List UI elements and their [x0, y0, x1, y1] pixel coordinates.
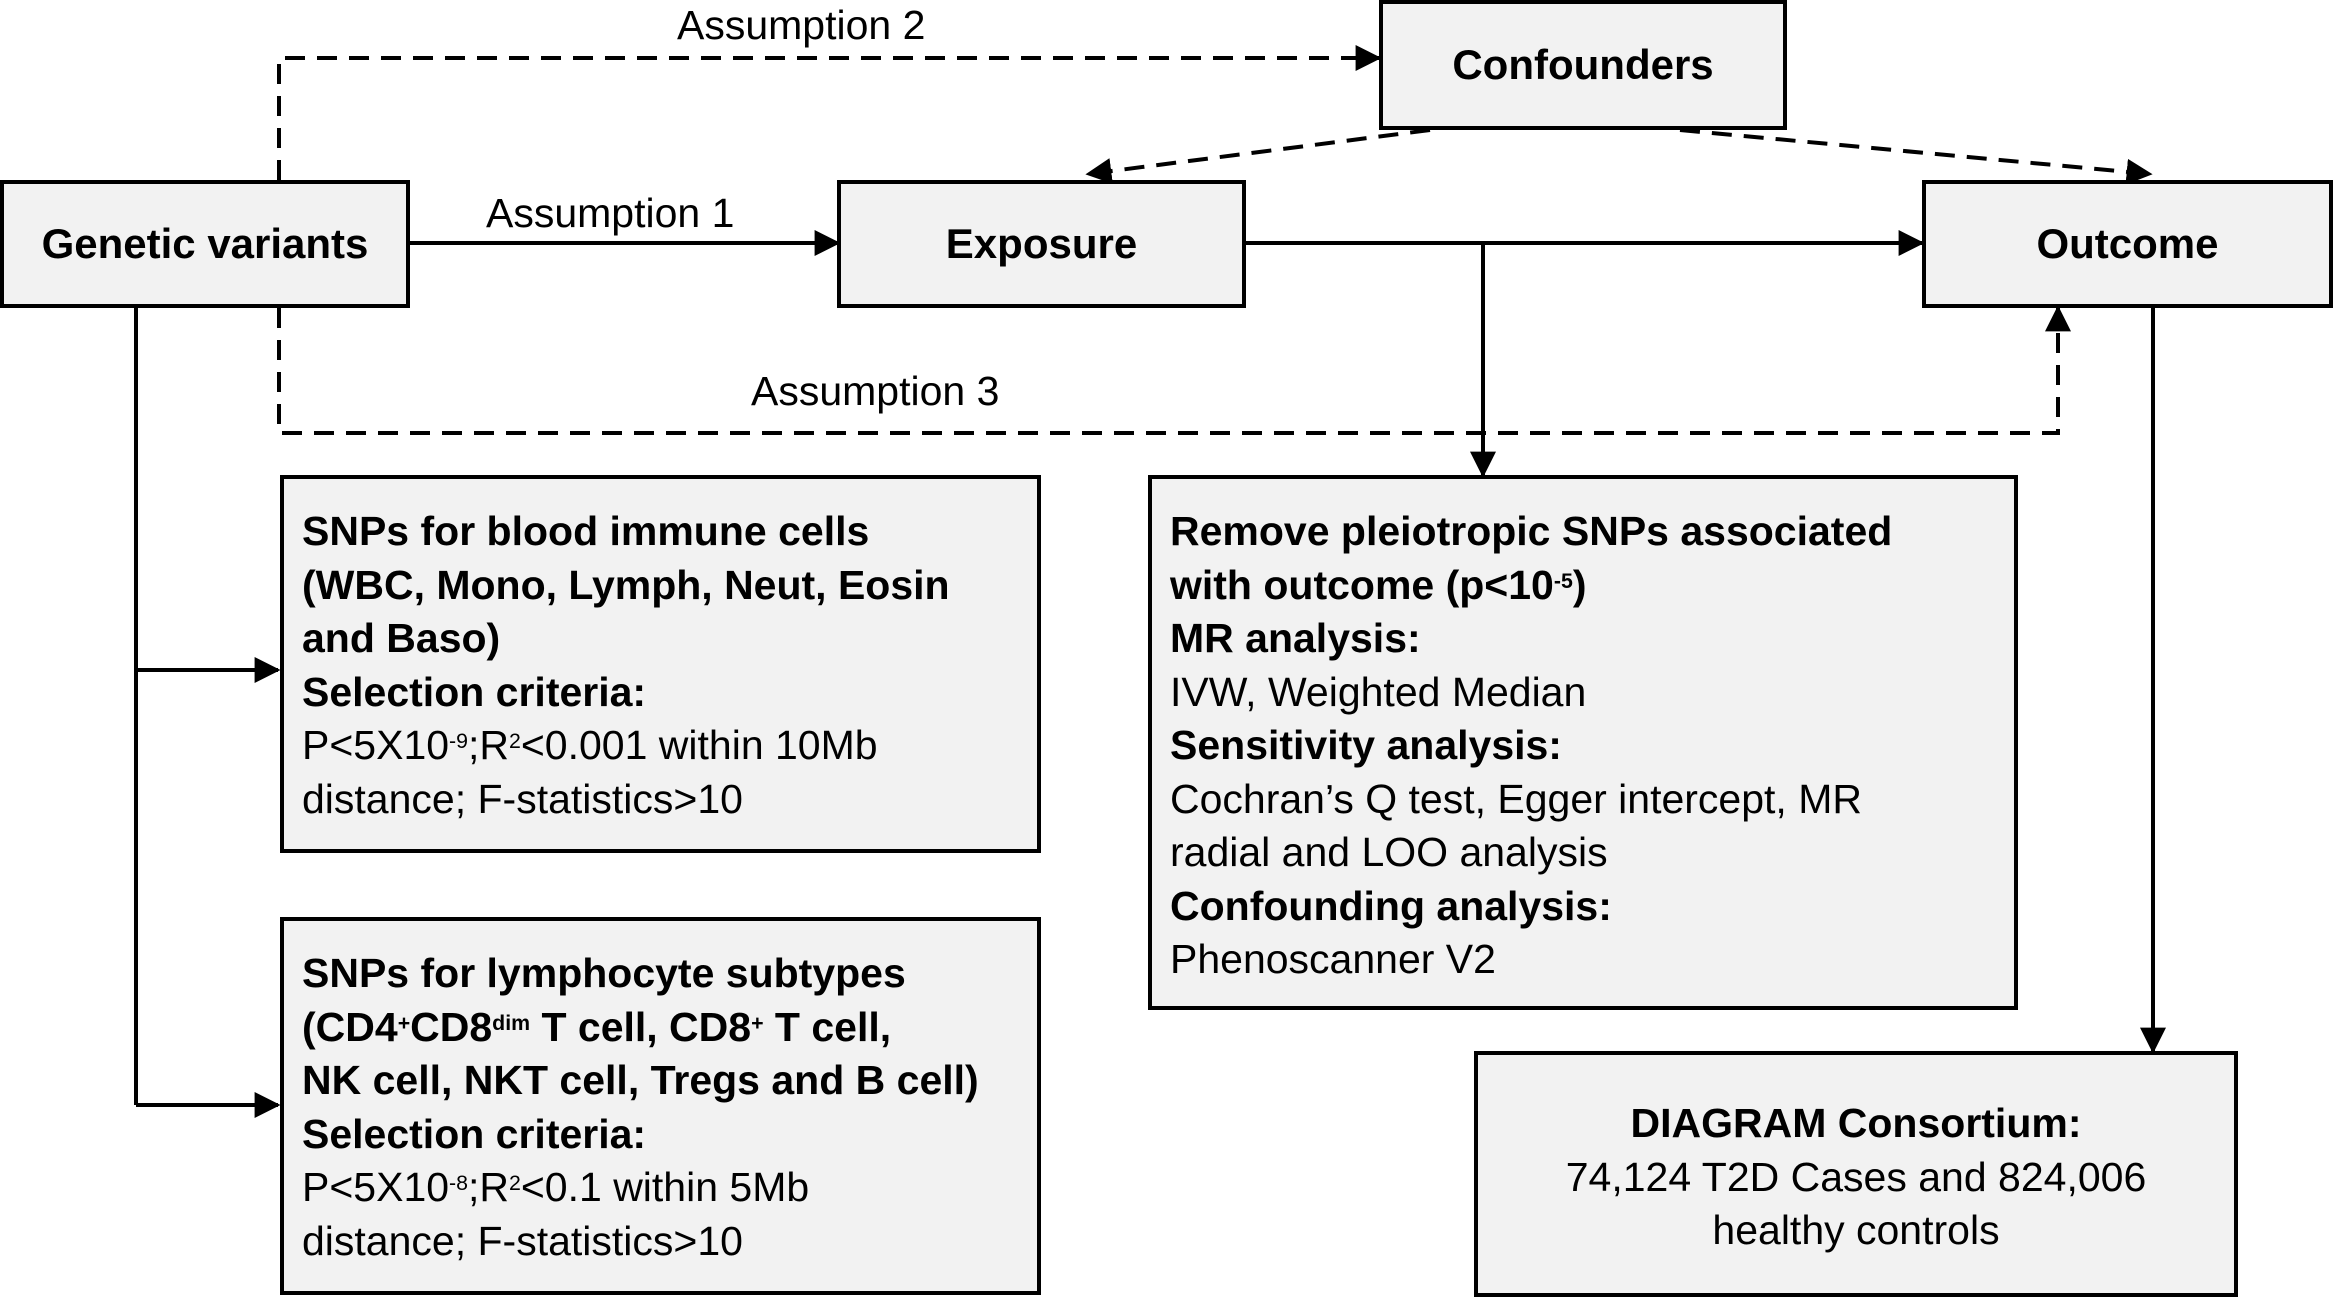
- blood-heading-line1: SNPs for blood immune cells: [302, 508, 870, 554]
- blood-criteria-label: Selection criteria:: [302, 668, 647, 715]
- node-confounders: Confounders: [1379, 0, 1787, 130]
- diagram-line2: healthy controls: [1712, 1207, 2000, 1253]
- blood-heading-line3: and Baso): [302, 615, 501, 661]
- lymph-criteria-line2: distance; F-statistics>10: [302, 1217, 743, 1264]
- node-outcome: Outcome: [1922, 180, 2333, 308]
- diagram-title: DIAGRAM Consortium:: [1630, 1100, 2082, 1146]
- analysis-confounding-label: Confounding analysis:: [1170, 882, 1612, 929]
- analysis-sensitivity-line1: Cochran’s Q test, Egger intercept, MR: [1170, 775, 1862, 822]
- analysis-heading-line1: Remove pleiotropic SNPs associated: [1170, 508, 1893, 554]
- lymph-criteria-line1: P<5X10-8;R2<0.1 within 5Mb: [302, 1164, 810, 1210]
- label-assumption2: Assumption 2: [677, 2, 926, 48]
- panel-mr-analysis: Remove pleiotropic SNPs associated with …: [1148, 475, 2018, 1010]
- lymph-heading-line1: SNPs for lymphocyte subtypes: [302, 950, 906, 996]
- node-genetic-variants-label: Genetic variants: [41, 220, 369, 267]
- analysis-sensitivity-line2: radial and LOO analysis: [1170, 829, 1608, 875]
- blood-heading-line2: (WBC, Mono, Lymph, Neut, Eosin: [302, 561, 950, 608]
- analysis-mr-label: MR analysis:: [1170, 615, 1421, 661]
- analysis-mr-methods: IVW, Weighted Median: [1170, 668, 1587, 715]
- lymph-heading-line3: NK cell, NKT cell, Tregs and B cell): [302, 1057, 979, 1103]
- lymph-heading-line2: (CD4+CD8dim T cell, CD8+ T cell,: [302, 1003, 892, 1050]
- edge-assumption2-dashed: [277, 45, 1382, 180]
- edge-assumption3-dashed: [277, 305, 2071, 435]
- panel-diagram-consortium: DIAGRAM Consortium: 74,124 T2D Cases and…: [1474, 1051, 2238, 1297]
- analysis-heading-line2: with outcome (p<10-5): [1170, 561, 1587, 608]
- blood-criteria-line1: P<5X10-9;R2<0.001 within 10Mb: [302, 722, 878, 768]
- lymph-criteria-label: Selection criteria:: [302, 1110, 647, 1157]
- label-assumption3: Assumption 3: [751, 368, 1000, 414]
- node-exposure: Exposure: [837, 180, 1246, 308]
- edge-confounders-to-exposure: [1085, 128, 1431, 184]
- label-assumption1: Assumption 1: [486, 190, 735, 236]
- panel-blood-immune-cells: SNPs for blood immune cells (WBC, Mono, …: [280, 475, 1041, 853]
- panel-lymphocyte-subtypes: SNPs for lymphocyte subtypes (CD4+CD8dim…: [280, 917, 1041, 1295]
- edge-confounders-to-outcome: [1679, 128, 2153, 185]
- node-exposure-label: Exposure: [945, 220, 1138, 267]
- node-genetic-variants: Genetic variants: [0, 180, 410, 308]
- node-outcome-label: Outcome: [2036, 220, 2219, 267]
- analysis-sensitivity-label: Sensitivity analysis:: [1170, 722, 1562, 768]
- analysis-confounding-tool: Phenoscanner V2: [1170, 936, 1496, 982]
- node-confounders-label: Confounders: [1452, 41, 1714, 88]
- blood-criteria-line2: distance; F-statistics>10: [302, 775, 743, 822]
- diagram-line1: 74,124 T2D Cases and 824,006: [1565, 1153, 2147, 1200]
